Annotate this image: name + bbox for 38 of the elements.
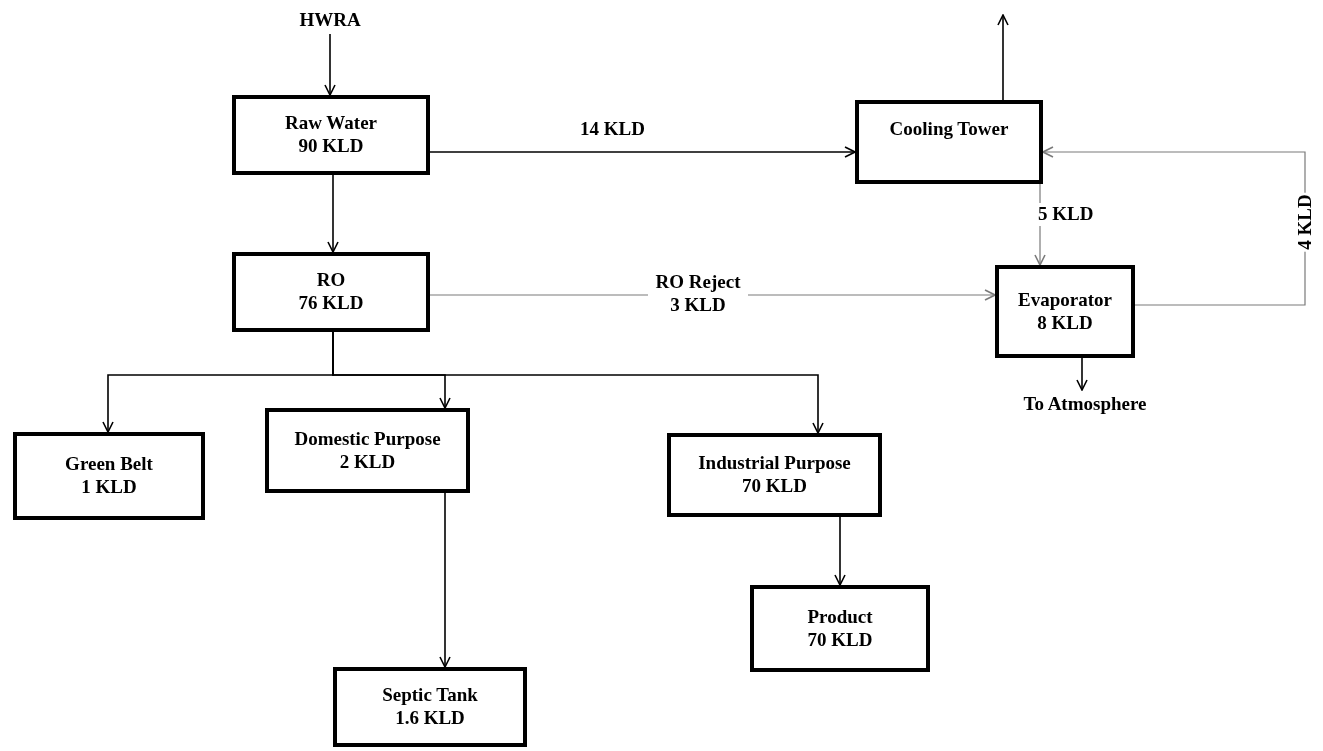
box-text: Cooling Tower <box>889 118 1009 141</box>
box-text: Product <box>807 605 873 629</box>
box-text: 2 KLD <box>339 450 396 474</box>
process-box <box>333 667 527 747</box>
process-box <box>750 585 930 672</box>
box-text: 76 KLD <box>298 292 364 315</box>
box-text: 8 KLD <box>1037 311 1093 335</box>
process-box <box>995 265 1135 358</box>
arrow <box>324 33 336 96</box>
arrow <box>429 146 856 158</box>
box-text: Septic Tank <box>382 684 478 707</box>
arrow <box>332 331 824 434</box>
arrow <box>997 14 1009 101</box>
arrow <box>439 492 451 668</box>
box-text: 70 KLD <box>742 475 807 498</box>
edge-label: 5 KLD <box>1036 203 1096 226</box>
process-box <box>855 100 1043 184</box>
process-box <box>13 432 205 520</box>
arrow <box>1042 146 1306 306</box>
box-text: Raw Water <box>285 112 377 135</box>
box-text: 90 KLD <box>298 135 364 158</box>
arrow <box>327 174 339 253</box>
arrow <box>1076 357 1088 391</box>
process-box <box>232 95 430 175</box>
box-text: Green Belt <box>65 453 153 476</box>
flow-label: To Atmosphere <box>1023 392 1147 416</box>
box-text: Industrial Purpose <box>698 452 851 475</box>
box-text: RO <box>316 269 346 292</box>
box-text: Domestic Purpose <box>294 427 441 451</box>
process-box <box>265 408 470 493</box>
arrow <box>834 516 846 586</box>
box-text: Evaporator <box>1018 288 1112 312</box>
box-text: 1 KLD <box>81 476 137 499</box>
box-text: 70 KLD <box>807 628 873 652</box>
flow-label: HWRA <box>299 8 361 32</box>
process-box <box>232 252 430 332</box>
process-box <box>667 433 882 517</box>
box-text: 1.6 KLD <box>395 707 465 730</box>
